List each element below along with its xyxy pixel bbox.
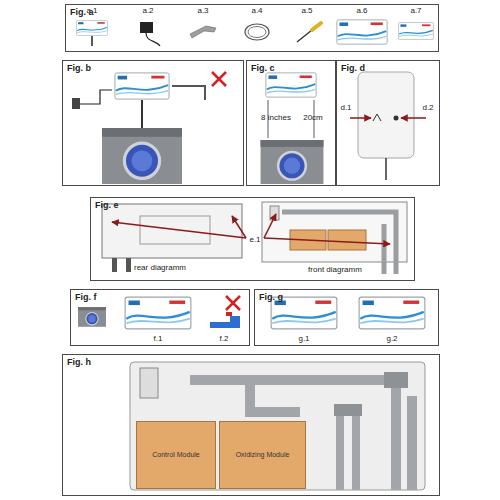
- callout-label: a.3: [197, 7, 208, 15]
- rear-pipe: [126, 258, 131, 272]
- callout-label: g.2: [386, 335, 397, 343]
- panel-heading: Fig. b: [67, 63, 91, 73]
- callout-label: g.1: [298, 335, 309, 343]
- device-small: [77, 21, 108, 36]
- water-tap: [210, 316, 240, 328]
- pipe: [352, 410, 360, 490]
- device-variants: [271, 297, 425, 329]
- panel-heading: Fig. g: [259, 292, 283, 302]
- pointer-arrow: [264, 238, 390, 244]
- cross-mark: [212, 72, 226, 86]
- washing-machine: [78, 307, 106, 327]
- cross-mark: [226, 296, 240, 310]
- device-side-view: [350, 72, 426, 180]
- hose: [141, 100, 143, 128]
- tap-handle: [226, 312, 232, 316]
- callout-label: a.7: [410, 7, 421, 15]
- figure-panel: Fig. d: [336, 60, 440, 186]
- panel-heading: Fig. f: [75, 292, 97, 302]
- small-box: [140, 368, 158, 398]
- figure-panel: Fig. h Control Module Oxidizing Module: [62, 354, 440, 496]
- callout-label: rear diagramm: [134, 264, 186, 272]
- washing-machine: [261, 140, 324, 184]
- module-label: Oxidizing Module: [236, 451, 290, 459]
- pipe: [407, 396, 417, 490]
- clearance-scene: [261, 73, 324, 184]
- button-mark: [394, 116, 399, 121]
- callout-label: 20cm: [303, 114, 323, 122]
- installation-scene: [72, 72, 226, 184]
- callout-label: a.2: [142, 7, 153, 15]
- indicator-mark: [373, 114, 381, 121]
- device-compact: [399, 23, 434, 40]
- backing-plate: [130, 362, 425, 490]
- device-vertical: [358, 72, 414, 158]
- rear-panel: [102, 204, 242, 258]
- device-large: [337, 20, 387, 44]
- callout-label: a.1: [86, 7, 97, 15]
- power-wire: [80, 90, 112, 104]
- device-mounted: [115, 73, 169, 99]
- power-adapter: [140, 22, 153, 33]
- device-cable: [385, 158, 387, 180]
- panel-heading: Fig. c: [251, 63, 275, 73]
- callout-label: front diagramm: [308, 266, 362, 274]
- pipe-joint: [384, 372, 408, 388]
- mounting-diagrams: [102, 202, 407, 274]
- callout-label: d.1: [340, 104, 351, 112]
- pointer-arrow: [401, 117, 426, 119]
- callout-label: e.1: [249, 236, 260, 244]
- device-mounted: [266, 73, 316, 97]
- figure-panel: Fig. g: [254, 289, 439, 346]
- device-variant: [359, 297, 425, 329]
- pipe-joint: [334, 404, 362, 416]
- callout-label: a.6: [356, 7, 367, 15]
- panel-heading: Fig. h: [67, 357, 91, 367]
- callout-label: f.2: [220, 335, 229, 343]
- figure-panel: Fig. b: [62, 60, 244, 186]
- rear-pipe: [112, 258, 117, 272]
- panel-heading: Fig. d: [341, 63, 365, 73]
- cable-coil: [245, 24, 269, 40]
- callout-label: 8 inches: [261, 114, 291, 122]
- callout-label: d.2: [422, 104, 433, 112]
- internal-layout: [130, 362, 425, 490]
- pipe: [336, 410, 344, 490]
- figure-panel: Fig. c: [246, 60, 336, 186]
- screwdriver-shaft: [297, 30, 312, 42]
- plug-wire: [91, 36, 93, 46]
- pointer-arrow: [112, 222, 246, 238]
- module-box: Oxidizing Module: [219, 421, 306, 489]
- cable-coil: [248, 27, 266, 38]
- parts-kit: [77, 20, 434, 46]
- callout-label: a.4: [251, 7, 262, 15]
- water-line: [172, 86, 205, 100]
- cross-mark: [226, 296, 240, 310]
- adapter-cable: [146, 33, 160, 46]
- pointer-arrow: [232, 216, 246, 238]
- pipe: [250, 380, 300, 412]
- module-mini: [328, 230, 366, 250]
- cross-mark: [212, 72, 226, 86]
- callout-label: a.5: [301, 7, 312, 15]
- pointer-arrow: [264, 214, 276, 238]
- pointer-arrow: [350, 117, 371, 119]
- callout-label: f.1: [154, 335, 163, 343]
- module-box: Control Module: [136, 421, 216, 489]
- washing-machine: [102, 128, 182, 184]
- screwdriver-handle: [312, 23, 321, 30]
- module-label: Control Module: [152, 451, 199, 459]
- pipe: [382, 224, 387, 274]
- pipe-clamp: [190, 26, 216, 38]
- pipe: [190, 380, 396, 490]
- placement-scene: [78, 296, 240, 329]
- wall-outlet: [72, 98, 80, 109]
- device-mounted: [125, 297, 191, 329]
- panel-heading: Fig. e: [95, 200, 119, 210]
